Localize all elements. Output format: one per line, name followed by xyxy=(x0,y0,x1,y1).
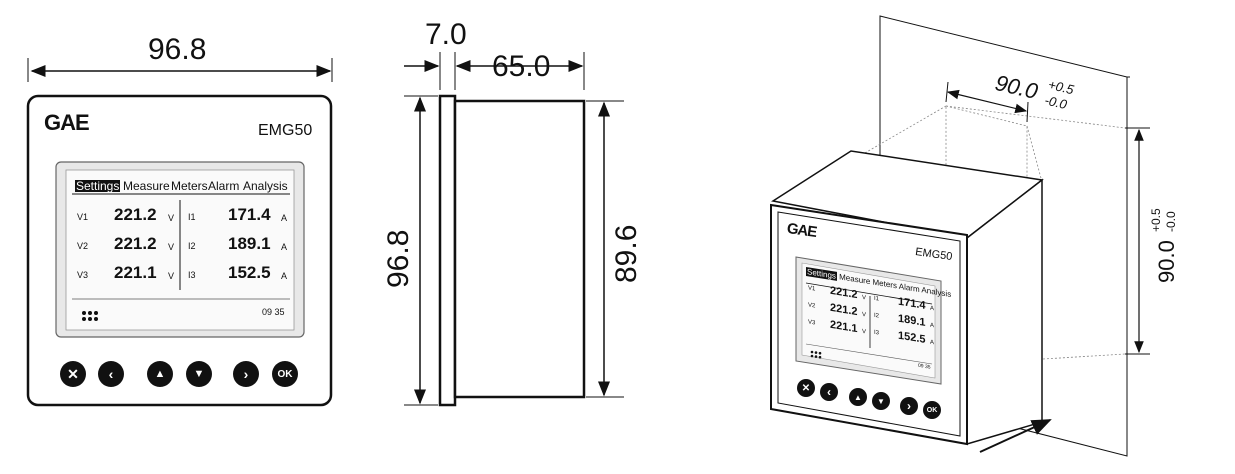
cutout-width-dim-line xyxy=(946,89,1028,114)
side-front-plate xyxy=(438,94,457,407)
insertion-arrow-icon xyxy=(979,419,1052,453)
front-view xyxy=(26,58,333,407)
side-view xyxy=(404,52,624,407)
panel-mount-view xyxy=(770,15,1150,457)
side-body xyxy=(453,99,586,399)
phase-indicator-icon xyxy=(82,311,98,321)
